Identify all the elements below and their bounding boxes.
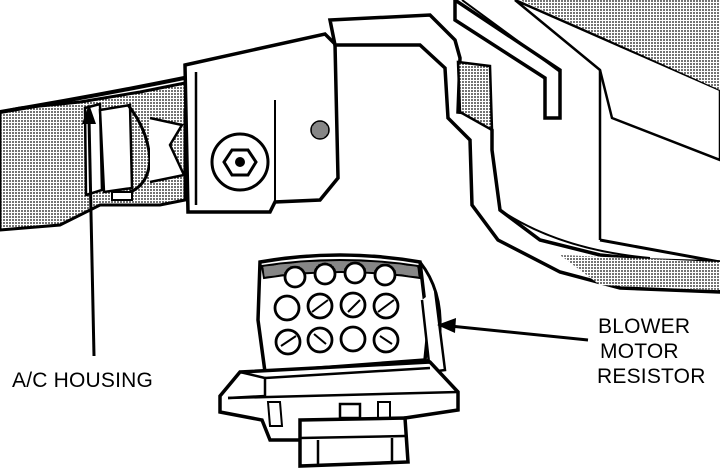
resistor-leader-arrow — [437, 318, 589, 342]
blower-label-line3: RESISTOR — [597, 365, 706, 388]
ac-housing-label: A/C HOUSING — [12, 369, 153, 392]
mounting-bracket — [183, 32, 340, 214]
blower-housing-shape — [327, 0, 720, 294]
blower-motor-resistor — [218, 253, 460, 468]
blower-label-line1: BLOWER — [598, 315, 690, 338]
blower-label-line2: MOTOR — [600, 340, 679, 363]
ac-housing-leader-arrow — [82, 104, 96, 357]
